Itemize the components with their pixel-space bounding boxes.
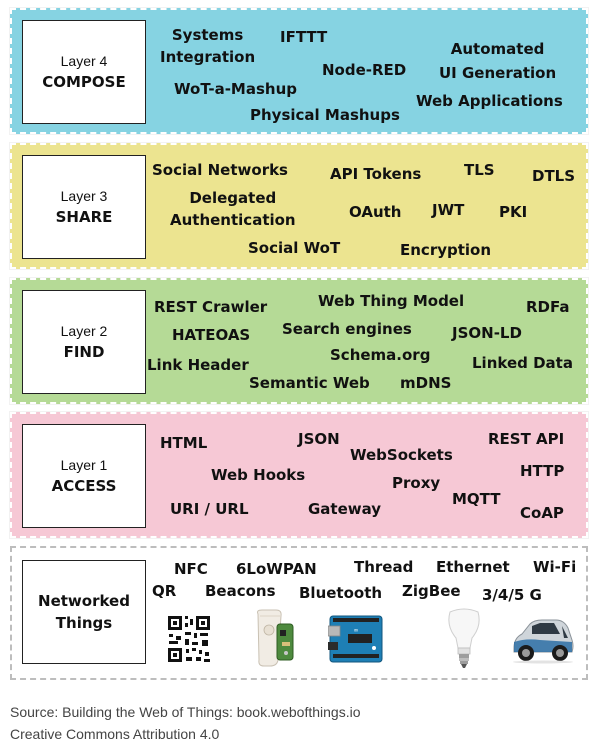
term-json-ld: JSON-LD [452, 324, 522, 342]
license-caption: Creative Commons Attribution 4.0 [10, 726, 220, 742]
term-websockets: WebSockets [350, 446, 453, 464]
layer-1-label-box: Layer 1 ACCESS [22, 424, 146, 528]
term-web-applications: Web Applications [416, 92, 563, 110]
term-jwt: JWT [432, 201, 465, 219]
term-beacons: Beacons [205, 582, 276, 600]
term-node-red: Node-RED [322, 61, 407, 79]
term-6lowpan: 6LoWPAN [236, 560, 317, 578]
qr-code-icon [166, 614, 212, 664]
term-mdns: mDNS [400, 374, 452, 392]
term-coap: CoAP [520, 504, 564, 522]
smart-car-icon [513, 619, 574, 664]
term-ifttt: IFTTT [280, 28, 328, 46]
term-social-networks: Social Networks [152, 161, 288, 179]
layer-3-name: SHARE [55, 208, 113, 226]
term-api-tokens: API Tokens [330, 165, 422, 183]
layer-2-find-band: Layer 2 FIND REST Crawler Web Thing Mode… [9, 277, 589, 405]
term-proxy: Proxy [392, 474, 441, 492]
beacon-icon [257, 609, 294, 667]
term-html: HTML [160, 434, 208, 452]
layer-2-name: FIND [63, 343, 105, 361]
layer-3-number: Layer 3 [60, 188, 108, 204]
layer-4-label-box: Layer 4 COMPOSE [22, 20, 146, 124]
term-ethernet: Ethernet [436, 558, 510, 576]
term-dtls: DTLS [532, 167, 576, 185]
term-nfc: NFC [174, 560, 208, 578]
term-link-header: Link Header [147, 356, 249, 374]
term-mqtt: MQTT [452, 490, 501, 508]
term-thread: Thread [354, 558, 414, 576]
layer-2-number: Layer 2 [60, 323, 108, 339]
term-semantic-web: Semantic Web [249, 374, 370, 392]
term-encryption: Encryption [400, 241, 492, 259]
svg-text:∞: ∞ [354, 627, 359, 634]
term-pki: PKI [499, 203, 528, 221]
term-physical-mashups: Physical Mashups [250, 106, 400, 124]
term-search-engines: Search engines [282, 320, 412, 338]
term-rdfa: RDFa [526, 298, 570, 316]
term-gateway: Gateway [308, 500, 382, 518]
term-rest-api: REST API [488, 430, 565, 448]
layer-1-name: ACCESS [51, 477, 117, 495]
term-json: JSON [298, 430, 340, 448]
layer-1-access-band: Layer 1 ACCESS HTML JSON REST API WebSoc… [9, 411, 589, 539]
layer-3-label-box: Layer 3 SHARE [22, 155, 146, 259]
term-linked-data: Linked Data [472, 354, 573, 372]
term-http: HTTP [520, 462, 565, 480]
term-web-hooks: Web Hooks [211, 466, 306, 484]
layer-4-name: COMPOSE [42, 73, 126, 91]
term-3-4-5-g: 3/4/5 G [482, 586, 542, 604]
layer-3-share-band: Layer 3 SHARE Social Networks API Tokens… [9, 142, 589, 270]
layer-1-number: Layer 1 [60, 457, 108, 473]
layer-4-number: Layer 4 [60, 53, 108, 69]
term-wot-a-mashup: WoT-a-Mashup [174, 80, 297, 98]
term-wi-fi: Wi-Fi [533, 558, 577, 576]
term-schema-org: Schema.org [330, 346, 431, 364]
term-social-wot: Social WoT [248, 239, 341, 257]
term-rest-crawler: REST Crawler [154, 298, 268, 316]
term-tls: TLS [464, 161, 495, 179]
term-uri-url: URI / URL [170, 500, 249, 518]
term-zigbee: ZigBee [402, 582, 461, 600]
term-web-thing-model: Web Thing Model [318, 292, 465, 310]
term-oauth: OAuth [349, 203, 402, 221]
layer-2-label-box: Layer 2 FIND [22, 290, 146, 394]
term-qr: QR [152, 582, 177, 600]
source-caption: Source: Building the Web of Things: book… [10, 704, 361, 720]
arduino-board-icon: ∞ [328, 615, 383, 663]
smart-bulb-icon [448, 608, 480, 668]
term-hateoas: HATEOAS [172, 326, 251, 344]
term-bluetooth: Bluetooth [299, 584, 383, 602]
